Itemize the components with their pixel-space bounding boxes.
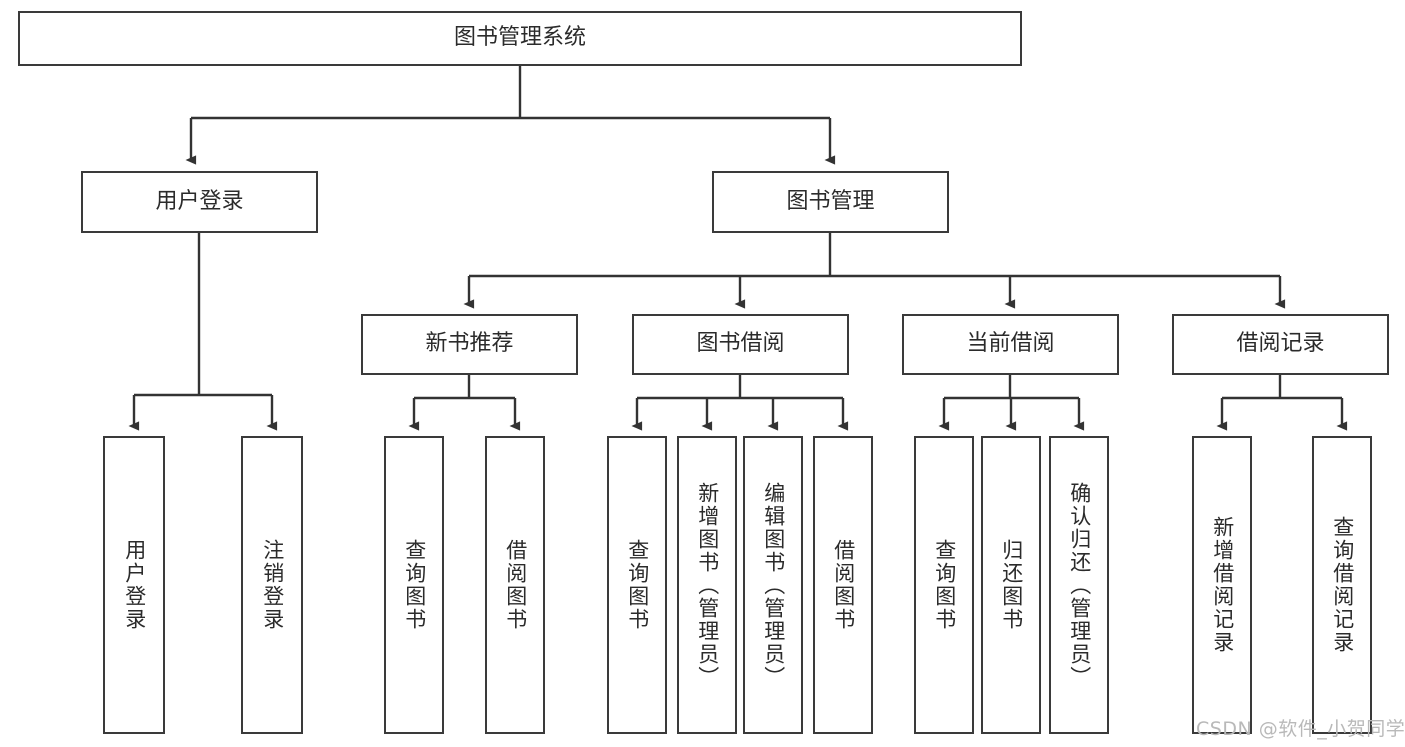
- node-label: 新增图书（管理员）: [695, 481, 720, 689]
- node-book-borrow[interactable]: 图书借阅: [632, 314, 849, 375]
- node-label: 用户登录: [155, 188, 244, 214]
- node-label: 借阅记录: [1236, 331, 1325, 357]
- node-label: 确认归还（管理员）: [1067, 481, 1092, 689]
- node-label: 查询图书: [625, 539, 650, 631]
- node-label: 查询图书: [402, 539, 427, 631]
- leaf-borrow-records-add[interactable]: 新增借阅记录: [1192, 436, 1252, 734]
- leaf-book-borrow-query[interactable]: 查询图书: [607, 436, 667, 734]
- leaf-book-borrow-borrow[interactable]: 借阅图书: [813, 436, 873, 734]
- node-label: 归还图书: [999, 539, 1024, 631]
- node-root-system[interactable]: 图书管理系统: [18, 11, 1022, 66]
- node-new-book-recommend[interactable]: 新书推荐: [361, 314, 578, 375]
- leaf-user-login-login[interactable]: 用户登录: [103, 436, 165, 734]
- leaf-new-book-query[interactable]: 查询图书: [384, 436, 444, 734]
- node-label: 注销登录: [260, 539, 285, 631]
- leaf-new-book-borrow[interactable]: 借阅图书: [485, 436, 545, 734]
- node-current-borrow[interactable]: 当前借阅: [902, 314, 1119, 375]
- node-label: 借阅图书: [831, 539, 856, 631]
- leaf-current-borrow-query[interactable]: 查询图书: [914, 436, 974, 734]
- node-label: 用户登录: [122, 539, 147, 631]
- leaf-user-login-logout[interactable]: 注销登录: [241, 436, 303, 734]
- node-label: 图书管理: [786, 188, 875, 214]
- leaf-book-borrow-edit[interactable]: 编辑图书（管理员）: [743, 436, 803, 734]
- node-label: 当前借阅: [966, 331, 1055, 357]
- node-label: 新书推荐: [425, 331, 514, 357]
- leaf-borrow-records-query[interactable]: 查询借阅记录: [1312, 436, 1372, 734]
- node-label: 查询借阅记录: [1330, 516, 1355, 654]
- node-label: 编辑图书（管理员）: [761, 481, 786, 689]
- node-label: 借阅图书: [503, 539, 528, 631]
- leaf-current-borrow-return[interactable]: 归还图书: [981, 436, 1041, 734]
- watermark-text: CSDN @软件_小贺同学: [1196, 718, 1405, 740]
- node-user-login[interactable]: 用户登录: [81, 171, 318, 233]
- node-borrow-records[interactable]: 借阅记录: [1172, 314, 1389, 375]
- leaf-book-borrow-add[interactable]: 新增图书（管理员）: [677, 436, 737, 734]
- node-book-management[interactable]: 图书管理: [712, 171, 949, 233]
- node-label: 查询图书: [932, 539, 957, 631]
- node-label: 图书管理系统: [453, 25, 586, 51]
- node-label: 新增借阅记录: [1210, 516, 1235, 654]
- node-label: 图书借阅: [696, 331, 785, 357]
- leaf-current-borrow-confirm-return[interactable]: 确认归还（管理员）: [1049, 436, 1109, 734]
